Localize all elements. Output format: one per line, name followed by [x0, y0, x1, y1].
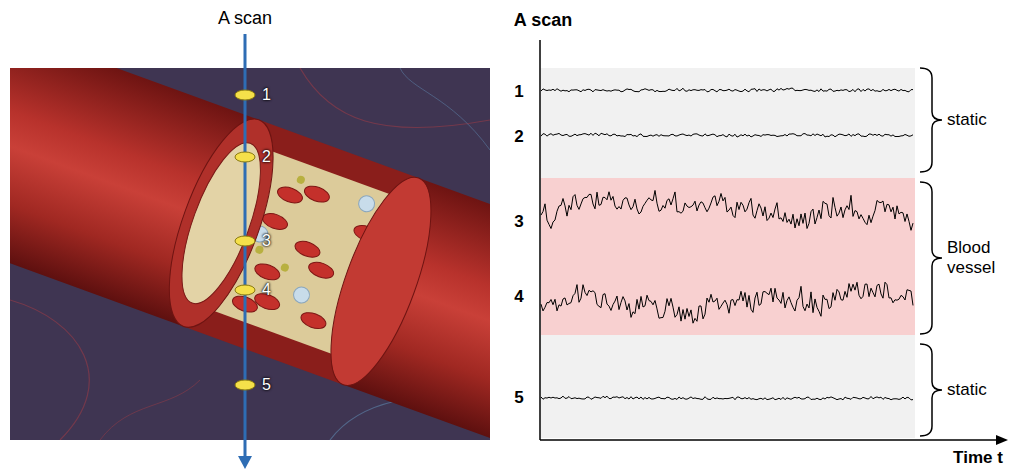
red-blood-cell: [293, 238, 322, 260]
signal-trace: [541, 88, 913, 92]
red-blood-cell: [299, 310, 328, 332]
red-blood-cell: [302, 183, 331, 205]
callout-number: 1: [262, 86, 271, 104]
sample-point: [235, 152, 255, 162]
x-axis: [540, 439, 1000, 441]
white-blood-cell: [356, 193, 377, 214]
vessel-band: [541, 178, 915, 335]
trace-number: 1: [514, 82, 523, 102]
curly-brace: [920, 68, 942, 172]
trace-number: 5: [514, 388, 523, 408]
callout-number: 3: [262, 232, 271, 250]
vessel-cut-lumen: [166, 134, 277, 313]
callout-number: 2: [262, 148, 271, 166]
red-blood-cell: [307, 259, 336, 281]
signal-trace: [541, 282, 913, 323]
platelet: [280, 262, 290, 272]
callout-number: 4: [262, 281, 271, 299]
vessel-end: [310, 166, 451, 397]
signal-traces: [541, 88, 913, 400]
arrow-head: [238, 456, 252, 469]
signal-trace: [541, 133, 913, 137]
vein-line: [10, 300, 89, 440]
trace-number: 4: [514, 287, 523, 307]
axis-label: Time t: [953, 448, 1003, 468]
curly-brace: [920, 182, 942, 334]
region-label: static: [947, 380, 987, 400]
signal-trace: [541, 190, 913, 230]
trace-number: 2: [514, 127, 523, 147]
white-blood-cell: [291, 285, 312, 306]
vein-line: [100, 380, 200, 440]
sample-point: [235, 380, 255, 390]
signal-trace: [541, 396, 913, 400]
sample-point: [235, 90, 255, 100]
sample-point: [235, 285, 255, 295]
sample-point: [235, 236, 255, 246]
axis-title: A scan: [514, 10, 572, 31]
callout-number: 5: [262, 376, 271, 394]
trace-number: 3: [514, 212, 523, 232]
red-blood-cell: [275, 184, 304, 206]
y-axis: [539, 40, 541, 440]
plot-background: [541, 68, 915, 438]
red-blood-cell: [253, 261, 282, 283]
arrow-head: [996, 435, 1008, 445]
curly-brace: [920, 344, 942, 436]
vessel-cut-face: [148, 107, 295, 340]
sample-point: [235, 90, 255, 390]
platelet: [296, 175, 306, 185]
region-label: Blood vessel: [947, 238, 1019, 277]
vein-line: [400, 68, 490, 150]
scan-title: A scan: [218, 8, 272, 29]
vessel-illustration: [10, 68, 490, 440]
region-label: static: [947, 110, 987, 130]
blood-vessel: [10, 68, 490, 440]
